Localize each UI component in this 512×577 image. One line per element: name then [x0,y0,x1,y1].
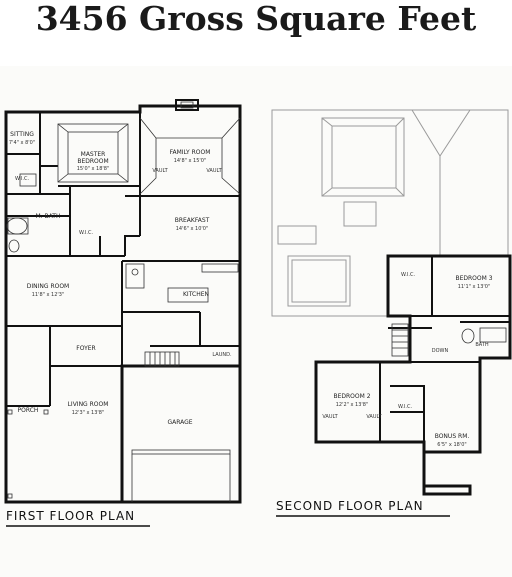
room-family-dims: 14'8" x 15'0" [174,158,207,164]
toilet-icon [8,239,20,253]
room-family-name: FAMILY ROOM [170,149,211,156]
room-bedroom3-name: BEDROOM 3 [455,275,492,282]
wic-closet-shelf [19,173,37,187]
room-dining-dims: 11'8" x 12'3" [32,292,65,298]
second-floor-plan: W.I.C. BEDROOM 3 11'1" x 13'0" BATH DOWN… [271,109,512,517]
blueprint-sheet: SITTING 7'4" x 8'0" MASTER BEDROOM 15'0"… [0,66,512,577]
upstairs-vanity [479,327,507,343]
room-bedroom3-dims: 11'1" x 13'0" [458,284,491,290]
room-upstairs-wic: W.I.C. [401,272,416,278]
room-dining-name: DINING ROOM [27,283,69,290]
chimney [175,99,199,111]
second-floor-caption: SECOND FLOOR PLAN [276,499,424,513]
master-tray-inner [67,131,119,175]
garage-door-header [131,449,231,455]
porch-column [43,409,49,415]
floor-plan-drawing: SITTING 7'4" x 8'0" MASTER BEDROOM 15'0"… [4,99,512,527]
upstairs-toilet-icon [461,328,475,344]
room-master-name-2: BEDROOM [77,158,108,165]
room-sitting-dims: 7'4" x 8'0" [9,140,35,146]
stair-down-label: DOWN [432,348,449,354]
porch-column [7,493,13,499]
first-floor-plan: SITTING 7'4" x 8'0" MASTER BEDROOM 15'0"… [4,99,242,527]
room-bonus-name: BONUS RM. [435,433,470,440]
master-tray-ceiling [57,123,129,183]
garage-walls [120,364,242,504]
bathtub-frame [7,217,29,235]
room-kitchen: KITCHEN [183,291,209,298]
room-living-dims: 12'3" x 13'8" [72,410,105,416]
room-wic2: W.I.C. [79,230,94,236]
room-master-name-1: MASTER [81,151,106,158]
second-vault-label-1: VAULT [322,414,338,420]
second-floor-interior-walls [379,256,511,494]
room-bedroom2-name: BEDROOM 2 [333,393,370,400]
first-floor-stairs [144,351,180,367]
page-title: 3456 Gross Square Feet [35,0,477,38]
second-floor-stairs [391,323,409,357]
first-floor-interior-walls [5,106,240,502]
room-living-name: LIVING ROOM [68,401,109,408]
kitchen-pantry [125,263,145,289]
kitchen-island [167,287,209,303]
room-breakfast-dims: 14'6" x 10'0" [176,226,209,232]
family-room-vault-lines [139,117,241,195]
porch-column [7,409,13,415]
vault-label-1: VAULT [152,168,168,174]
room-laundry: LAUND. [212,352,232,358]
vault-label-2: VAULT [206,168,222,174]
room-bedroom2-dims: 12'2" x 13'8" [336,402,369,408]
kitchen-counter [201,263,239,273]
first-floor-caption: FIRST FLOOR PLAN [6,509,135,523]
second-floor-outer-wall [314,254,512,496]
second-vault-label-2: VAULT [366,414,382,420]
chimney-flue [180,101,194,109]
room-master-dims: 15'0" x 18'8" [77,166,110,172]
room-sitting-name: SITTING [10,131,34,138]
sink-icon [131,268,139,276]
room-breakfast-name: BREAKFAST [175,217,210,224]
room-upstairs-wic2: W.I.C. [398,404,413,410]
room-garage: GARAGE [167,419,192,426]
room-porch: PORCH [18,407,39,414]
room-upstairs-bath: BATH [475,342,489,348]
bathtub-icon [6,217,28,235]
room-bonus-dims: 6'5" x 18'0" [437,442,466,448]
room-mbath: M. BATH [36,213,61,220]
room-foyer: FOYER [76,345,95,352]
room-wic1: W.I.C. [15,176,30,182]
master-tray-corners [57,123,129,183]
